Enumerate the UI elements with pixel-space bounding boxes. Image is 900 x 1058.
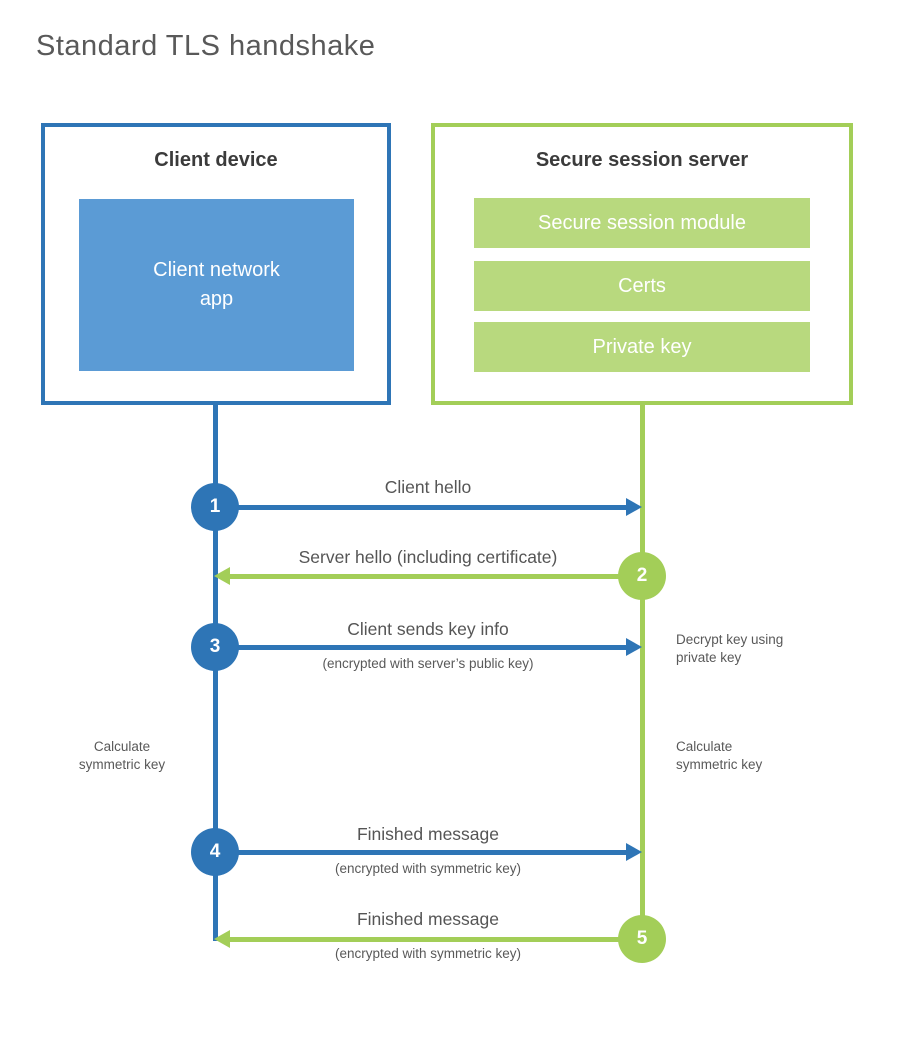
message-client-key-info-sublabel: (encrypted with server’s public key)	[322, 656, 534, 671]
step-number: 4	[209, 841, 221, 862]
message-finished-server: Finished message	[356, 909, 500, 929]
arrowhead-left-icon	[214, 567, 230, 585]
arrow-finished-message-server	[214, 930, 642, 948]
message-client-key-info: Client sends key info	[347, 619, 509, 639]
message-client-hello: Client hello	[384, 477, 472, 497]
arrowhead-right-icon	[626, 843, 642, 861]
server-secure-session-module-bar: Secure session module	[474, 198, 810, 248]
step-circle-1: 1	[191, 483, 239, 531]
arrow-client-hello	[214, 498, 642, 516]
arrow-finished-message-client	[214, 843, 642, 861]
client-network-app-label: Client network app	[153, 259, 280, 310]
message-finished-client: Finished message	[356, 824, 500, 844]
server-private-key-bar: Private key	[474, 322, 810, 372]
step-circle-4: 4	[191, 828, 239, 876]
arrow-shaft	[215, 850, 628, 855]
arrowhead-right-icon	[626, 498, 642, 516]
note-calculate-symmetric-key-server: Calculate symmetric key	[676, 739, 763, 772]
arrow-shaft	[228, 937, 642, 942]
step-number: 1	[209, 496, 221, 517]
note-calculate-symmetric-key-client: Calculate symmetric key	[78, 739, 166, 772]
arrowhead-left-icon	[214, 930, 230, 948]
step-number: 3	[209, 636, 221, 657]
step-number: 2	[636, 565, 648, 586]
arrow-shaft	[215, 645, 628, 650]
message-finished-server-sublabel: (encrypted with symmetric key)	[334, 946, 522, 961]
step-circle-5: 5	[618, 915, 666, 963]
arrow-server-hello	[214, 567, 642, 585]
page-title: Standard TLS handshake	[36, 30, 376, 62]
note-decrypt-key: Decrypt key using private key	[676, 632, 784, 665]
arrow-client-key-info	[214, 638, 642, 656]
server-lifeline	[640, 405, 645, 939]
secure-session-server-title: Secure session server	[535, 149, 749, 171]
message-finished-client-sublabel: (encrypted with symmetric key)	[334, 861, 522, 876]
message-server-hello: Server hello (including certificate)	[298, 547, 558, 567]
client-device-title: Client device	[154, 149, 278, 171]
arrow-shaft	[215, 505, 628, 510]
client-device-box: Client device Client network app	[41, 123, 391, 405]
arrowhead-right-icon	[626, 638, 642, 656]
step-number: 5	[636, 928, 648, 949]
secure-session-server-box: Secure session server Secure session mod…	[431, 123, 853, 405]
client-lifeline	[213, 405, 218, 941]
client-network-app-block: Client network app	[79, 199, 354, 371]
step-circle-3: 3	[191, 623, 239, 671]
arrow-shaft	[228, 574, 642, 579]
step-circle-2: 2	[618, 552, 666, 600]
server-certs-bar: Certs	[474, 261, 810, 311]
